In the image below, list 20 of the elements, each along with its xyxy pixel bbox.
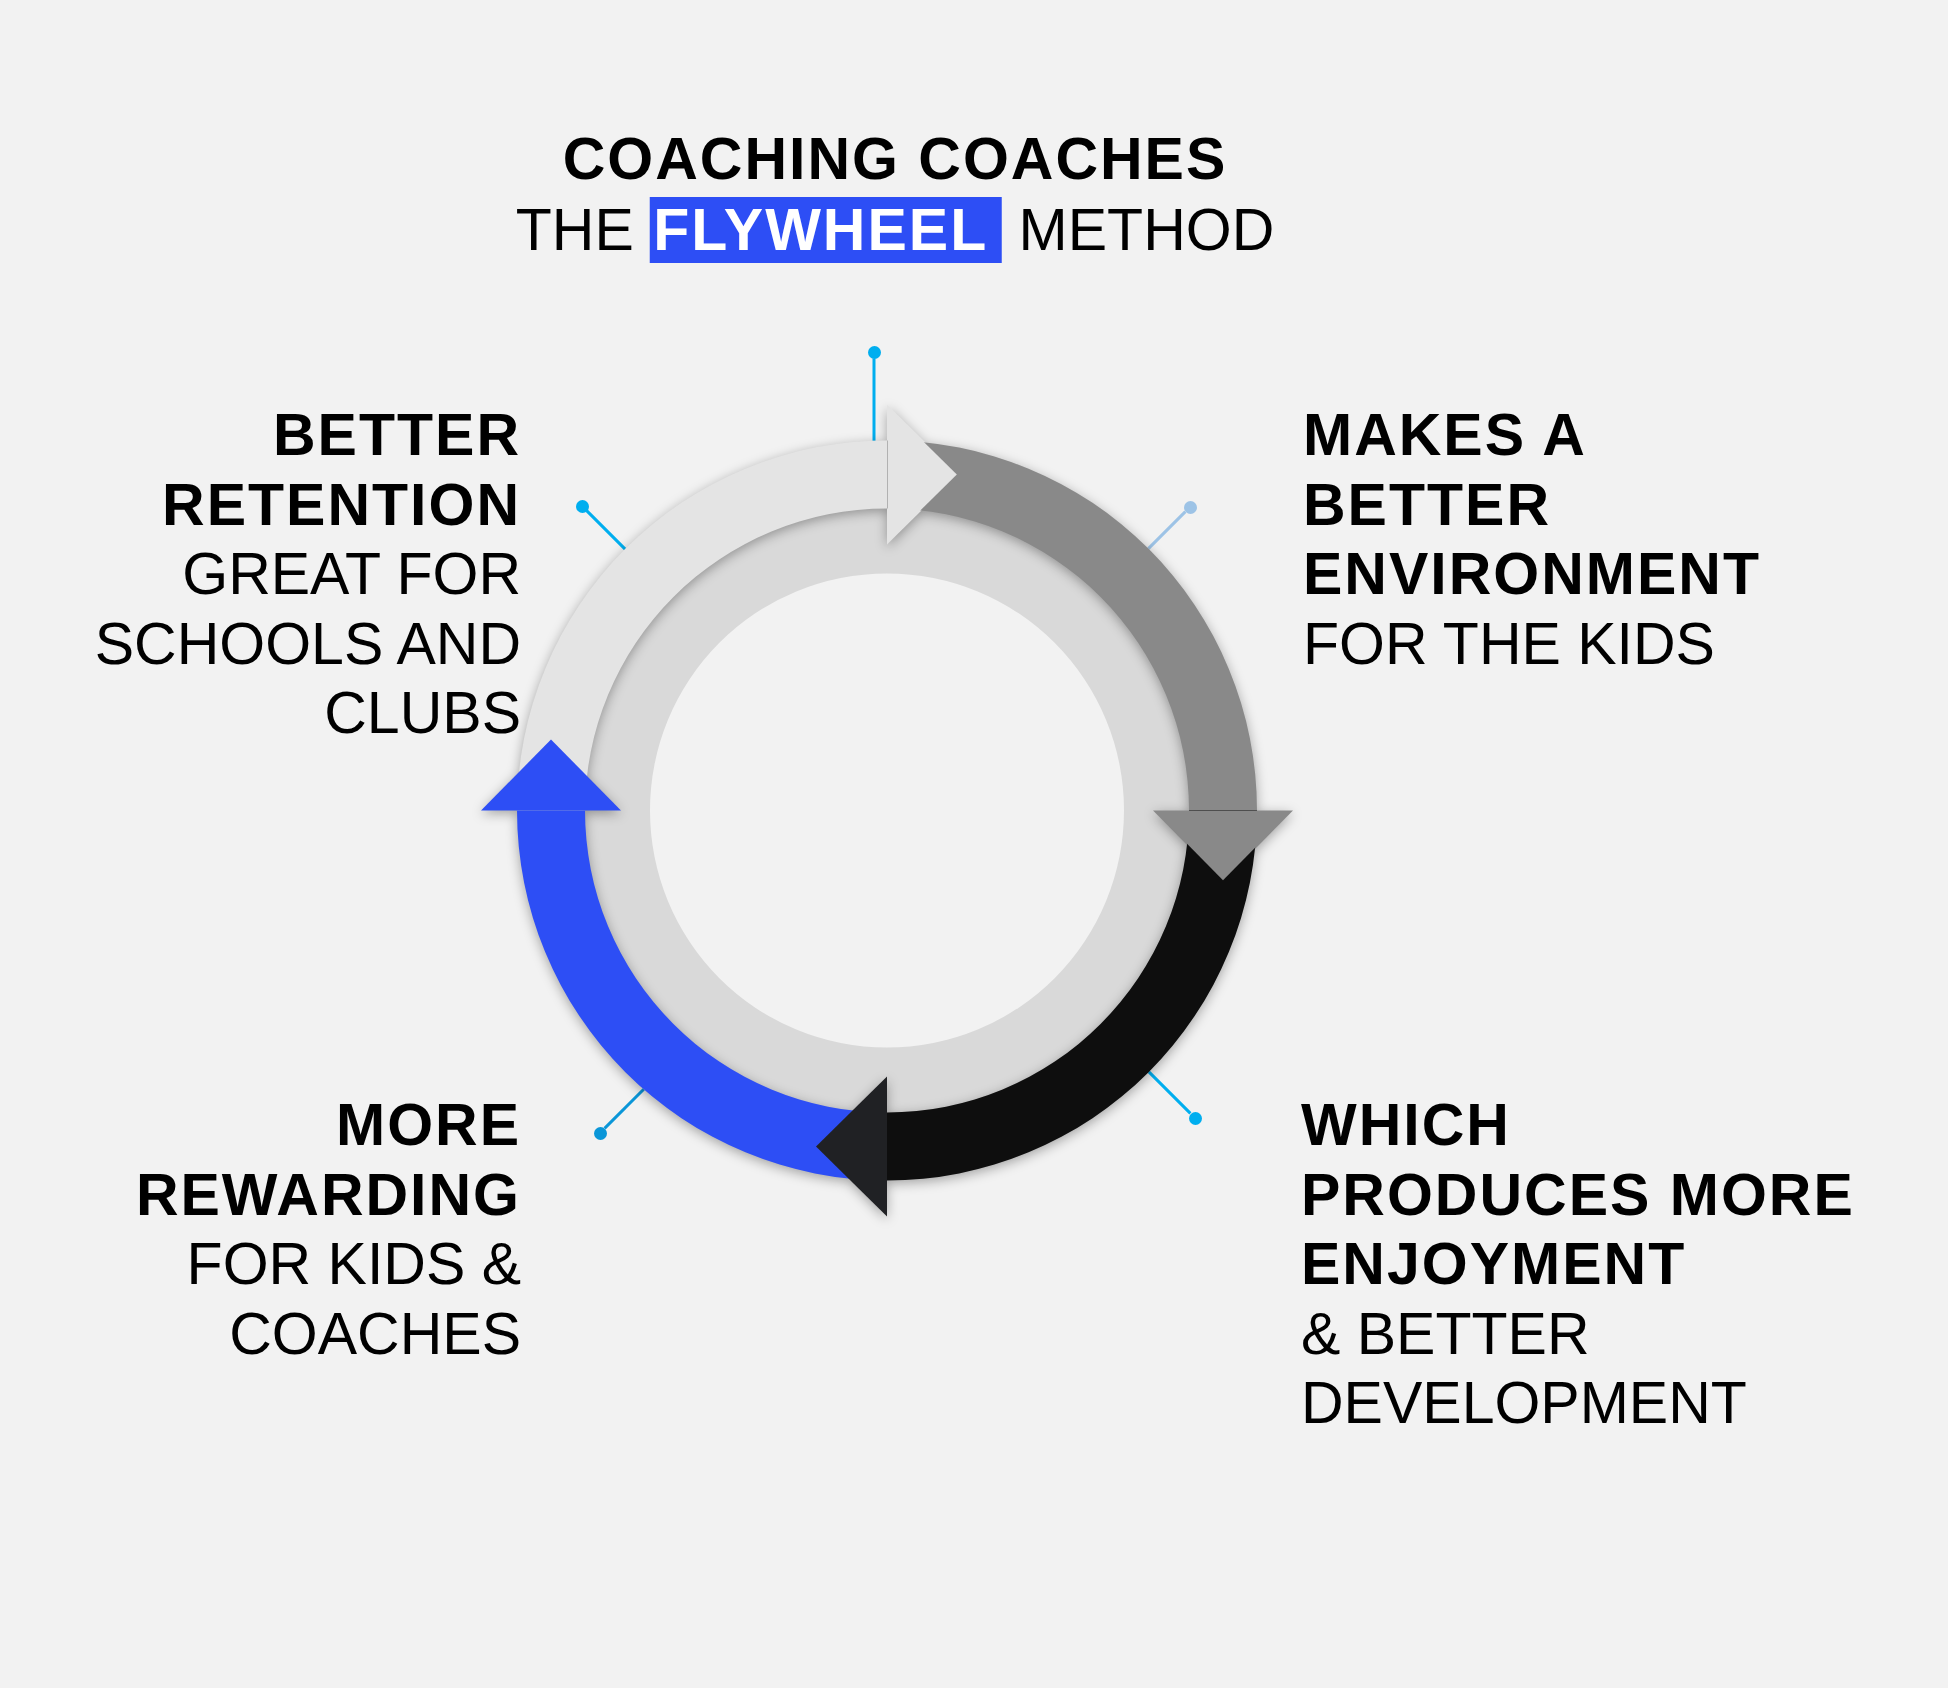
title: COACHING COACHES THE FLYWHEEL METHOD: [515, 125, 1275, 265]
pin-dot: [1188, 1111, 1202, 1125]
leader-line: [1147, 1070, 1192, 1115]
pin-dot: [575, 499, 589, 513]
stage-description: & BETTER DEVELOPMENT: [1301, 1299, 1748, 1438]
stage-description: FOR KIDS & COACHES: [185, 1230, 521, 1369]
stage-heading: WHICH PRODUCES MORE ENJOYMENT: [1301, 1091, 1856, 1299]
stage-heading: BETTER RETENTION: [161, 401, 521, 540]
pin-dot: [867, 345, 881, 359]
stage-heading: MAKES A BETTER ENVIRONMENT: [1303, 401, 1762, 609]
leader-line: [585, 509, 627, 551]
pin-dot: [593, 1126, 607, 1140]
pin-dot: [1183, 500, 1197, 514]
leader-line: [872, 358, 876, 441]
flywheel-segment: [816, 810, 1257, 1217]
stage-heading: MORE REWARDING: [134, 1091, 521, 1230]
leader-line: [603, 1088, 645, 1130]
leader-line: [1147, 510, 1187, 550]
stage-description: FOR THE KIDS: [1303, 609, 1716, 679]
stage-description: GREAT FOR SCHOOLS AND CLUBS: [93, 540, 521, 748]
